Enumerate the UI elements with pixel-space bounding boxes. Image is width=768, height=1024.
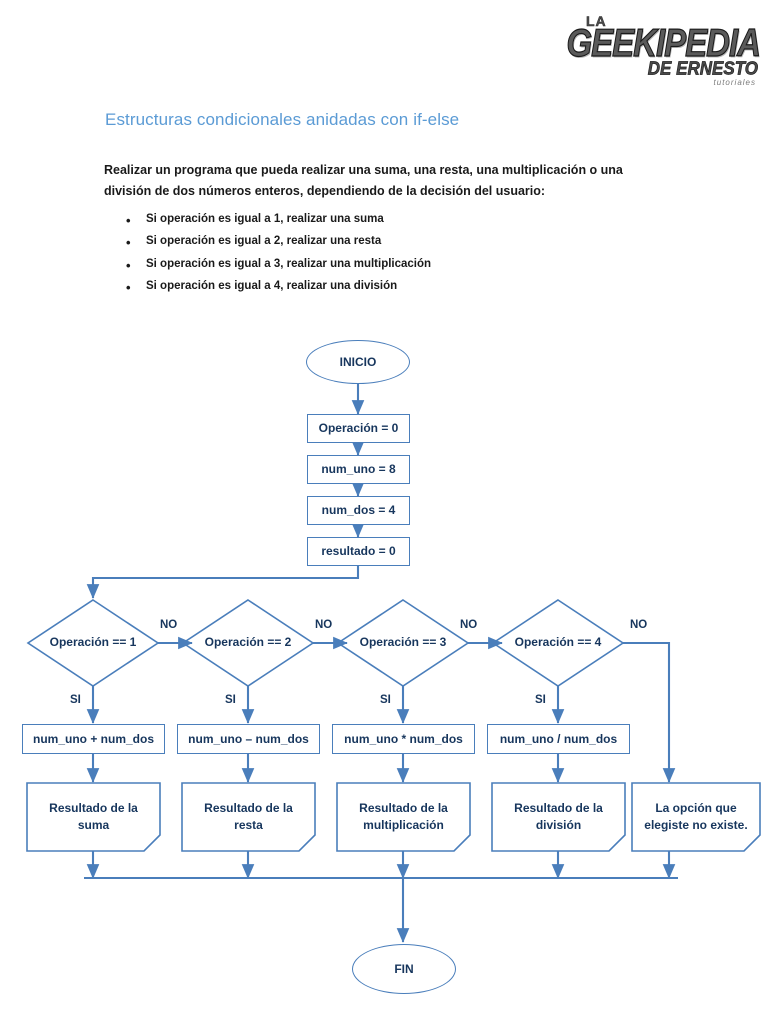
decision-label-3: Operación == 3 xyxy=(359,635,447,649)
output-box-resta: Resultado de la resta xyxy=(204,800,293,832)
edge-label-no-4: NO xyxy=(630,619,648,631)
terminal-start: INICIO xyxy=(306,340,410,384)
output-box-multiplicacion: Resultado de la multiplicación xyxy=(359,800,448,832)
output-box-suma: Resultado de la suma xyxy=(49,800,138,832)
page-title: Estructuras condicionales anidadas con i… xyxy=(105,110,460,129)
edge-label-si-3: SI xyxy=(380,694,391,706)
edge-label-no-1: NO xyxy=(160,619,178,631)
operation-box-suma: num_uno + num_dos xyxy=(22,724,165,754)
logo-wordmark: GEEKIPEDIA xyxy=(566,20,762,64)
list-item: Si operación es igual a 3, realizar una … xyxy=(126,253,646,279)
decision-label-1: Operación == 1 xyxy=(49,635,137,649)
logo-tagline: tutoriales xyxy=(713,77,756,87)
logo-subtitle: DE ERNESTO xyxy=(647,57,758,79)
decision-label-4: Operación == 4 xyxy=(514,635,602,649)
edge-label-si-1: SI xyxy=(70,694,81,706)
list-item: Si operación es igual a 1, realizar una … xyxy=(126,208,646,234)
operation-box-multiplicacion: num_uno * num_dos xyxy=(332,724,475,754)
process-box-num-uno: num_uno = 8 xyxy=(307,455,410,484)
process-box-num-dos: num_dos = 4 xyxy=(307,496,410,525)
list-item: Si operación es igual a 2, realizar una … xyxy=(126,230,646,256)
process-box-operacion-init: Operación = 0 xyxy=(307,414,410,443)
site-logo: LA GEEKIPEDIA DE ERNESTO tutoriales xyxy=(566,4,762,96)
process-box-resultado: resultado = 0 xyxy=(307,537,410,566)
decision-label-2: Operación == 2 xyxy=(204,635,292,649)
operation-box-resta: num_uno – num_dos xyxy=(177,724,320,754)
logo-line-la: LA xyxy=(586,12,607,29)
output-box-opcion-invalida: La opción que elegiste no existe. xyxy=(644,800,748,832)
operation-box-division: num_uno / num_dos xyxy=(487,724,630,754)
edge-label-si-4: SI xyxy=(535,694,546,706)
intro-paragraph: Realizar un programa que pueda realizar … xyxy=(104,163,623,198)
edge-label-si-2: SI xyxy=(225,694,236,706)
edge-label-no-2: NO xyxy=(315,619,333,631)
requirements-list: Si operación es igual a 1, realizar una … xyxy=(122,208,646,301)
output-box-division: Resultado de la división xyxy=(514,800,603,832)
edge-label-no-3: NO xyxy=(460,619,478,631)
list-item: Si operación es igual a 4, realizar una … xyxy=(126,275,646,301)
terminal-end: FIN xyxy=(352,944,456,994)
